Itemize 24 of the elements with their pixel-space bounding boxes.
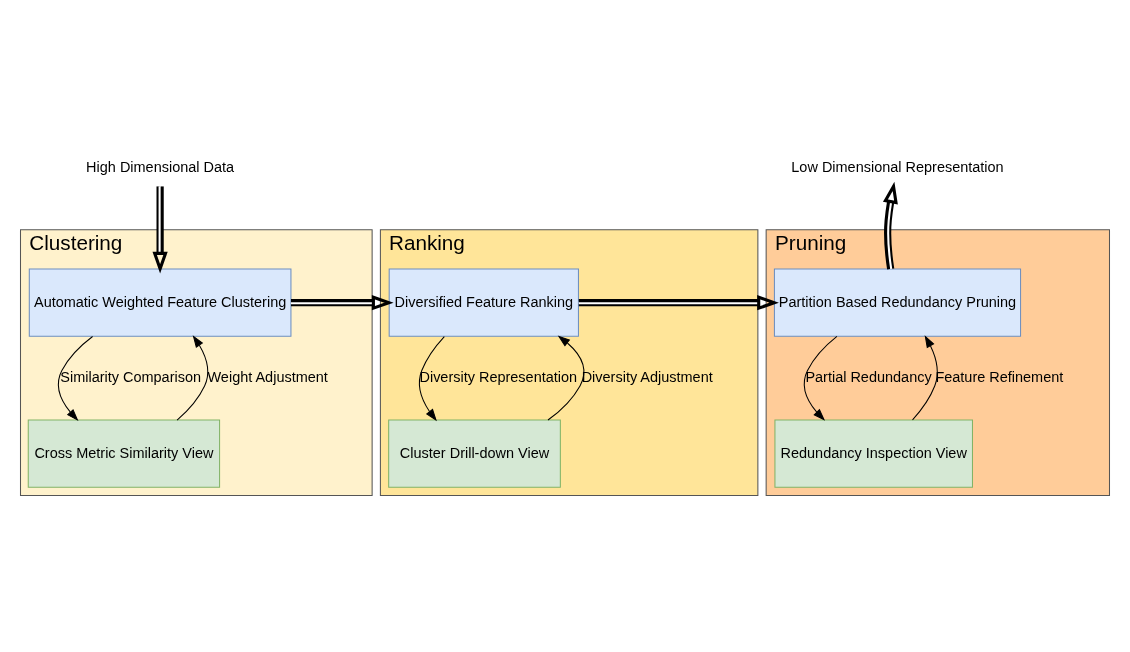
arrow [57, 335, 94, 421]
node-text: High Dimensional Data [86, 158, 235, 175]
arrow [152, 185, 168, 274]
node-box: Diversified Feature Ranking [388, 268, 579, 337]
arrow [912, 334, 938, 420]
node-box: Automatic Weighted Feature Clustering [28, 268, 292, 337]
edge-label: Weight Adjustment [207, 368, 328, 385]
edge-label: Partial Redundancy [805, 368, 932, 385]
arrow [578, 294, 779, 310]
arrow [291, 294, 394, 310]
node-box: Partition Based Redundancy Pruning [773, 268, 1022, 337]
node-text: Low Dimensional Representation [791, 158, 1004, 175]
node-box: Cluster Drill-down View [388, 419, 561, 488]
edge-label: Diversity Representation [419, 368, 578, 385]
edge-label: Feature Refinement [935, 368, 1064, 385]
edge-label: Diversity Adjustment [581, 368, 713, 385]
edge-label: Similarity Comparison [60, 368, 201, 385]
arrow [803, 335, 838, 421]
node-box: Cross Metric Similarity View [27, 419, 221, 488]
arrow [176, 334, 209, 421]
arrow [882, 181, 898, 269]
arrow [418, 335, 445, 421]
node-box: Redundancy Inspection View [774, 419, 973, 488]
arrow [547, 335, 585, 420]
